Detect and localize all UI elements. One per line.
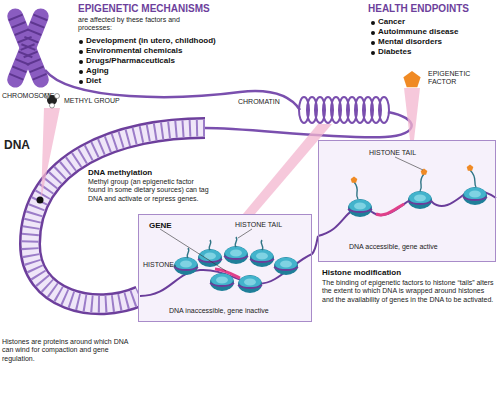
chromosome-band xyxy=(15,16,40,79)
nucleosome xyxy=(348,199,372,217)
histone-tails xyxy=(354,170,476,199)
note-body: The binding of epigenetic factors to his… xyxy=(322,279,496,304)
nucleosome xyxy=(238,275,262,293)
nucleosome xyxy=(250,249,274,267)
part-label: METHYL GROUP xyxy=(64,97,120,105)
inset-panel: GENE HISTONE TAIL HISTONE DNA inaccessible,… xyxy=(138,214,312,322)
bullet-dot xyxy=(371,51,375,55)
nucleosome xyxy=(174,257,198,275)
gene-segment xyxy=(215,269,240,278)
section-heading: HEALTH ENDPOINTS xyxy=(368,3,469,15)
factor-item: Drugs/Pharmaceuticals xyxy=(86,56,175,66)
bullet-dot xyxy=(79,70,83,74)
endpoint-item: Cancer xyxy=(378,17,405,27)
bullet-dot xyxy=(371,31,375,35)
state-caption: DNA inaccessible, gene inactive xyxy=(169,307,269,315)
note-body: Histones are proteins around which DNA c… xyxy=(2,338,138,363)
factor-item: Diet xyxy=(86,76,101,86)
nucleosome xyxy=(408,191,432,209)
part-label: DNA xyxy=(4,138,30,152)
histone-tail xyxy=(235,237,237,247)
methyl-tag xyxy=(37,197,44,204)
section-heading: EPIGENETIC MECHANISMS xyxy=(78,3,210,15)
chromosome-symbol xyxy=(5,6,51,90)
leader-line xyxy=(238,229,252,238)
state-caption: DNA accessible, gene active xyxy=(349,243,438,251)
factor-item: Aging xyxy=(86,66,109,76)
chromatid xyxy=(5,6,51,90)
chromatin-strand xyxy=(205,112,412,137)
bullet-dot xyxy=(79,60,83,64)
histone-tail xyxy=(420,174,424,191)
epigenetic-factor-symbol xyxy=(403,71,420,87)
chromosome-band xyxy=(15,16,40,79)
nucleosome xyxy=(224,246,248,264)
endpoint-item: Autoimmune disease xyxy=(378,27,458,37)
nucleosome xyxy=(463,187,487,205)
note-body: Methyl group (an epigenetic factor found… xyxy=(88,178,210,203)
nucleosome xyxy=(274,257,298,275)
histone-label: HISTONE xyxy=(143,261,174,269)
pointer-funnel xyxy=(41,108,60,200)
bullet-dot xyxy=(371,41,375,45)
endpoint-item: Diabetes xyxy=(378,47,411,57)
note-heading: DNA methylation xyxy=(88,168,152,178)
part-label: CHROMOSOME xyxy=(2,92,55,100)
inset-panel: HISTONE TAIL DNA accessible, gene active xyxy=(318,140,496,262)
histone-tail xyxy=(187,248,189,258)
bullet-dot xyxy=(371,21,375,25)
dna-strand xyxy=(140,236,318,296)
histone-tail xyxy=(354,182,358,199)
bullet-dot xyxy=(79,50,83,54)
bullet-dot xyxy=(79,40,83,44)
chromatid xyxy=(5,6,51,90)
nucleosome xyxy=(198,249,222,267)
hydrogen-atom xyxy=(50,103,55,108)
factor-item: Environmental chemicals xyxy=(86,46,182,56)
note-heading: Histone modification xyxy=(322,268,401,278)
endpoint-item: Mental disorders xyxy=(378,37,442,47)
hydrogen-atom xyxy=(55,94,60,99)
leader-line xyxy=(395,157,423,170)
chromatin-strand xyxy=(45,70,300,110)
gene-segment xyxy=(376,204,404,215)
histone-tail xyxy=(261,240,263,250)
bullet-dot xyxy=(79,80,83,84)
histone-tail-label: HISTONE TAIL xyxy=(369,149,416,157)
gene-label: GENE xyxy=(149,221,172,231)
epigenetic-factor-mark xyxy=(467,165,474,171)
inset-fill xyxy=(138,214,312,322)
epigenetic-factor-mark xyxy=(351,177,358,183)
nucleosome xyxy=(210,273,234,291)
part-label: EPIGENETIC FACTOR xyxy=(428,70,492,87)
section-subtitle: are affected by these factors and proces… xyxy=(78,16,196,33)
chromatin-coil xyxy=(299,97,389,123)
histone-tails xyxy=(187,237,263,258)
histone-tail xyxy=(209,240,211,250)
part-label: CHROMATIN xyxy=(238,98,280,106)
factor-item: Development (in utero, childhood) xyxy=(86,36,216,46)
coil-loop xyxy=(379,97,389,123)
inset-fill xyxy=(318,140,496,262)
histone-tail xyxy=(470,170,476,187)
histone-tail-label: HISTONE TAIL xyxy=(235,221,282,229)
pointer-funnel xyxy=(404,88,420,140)
